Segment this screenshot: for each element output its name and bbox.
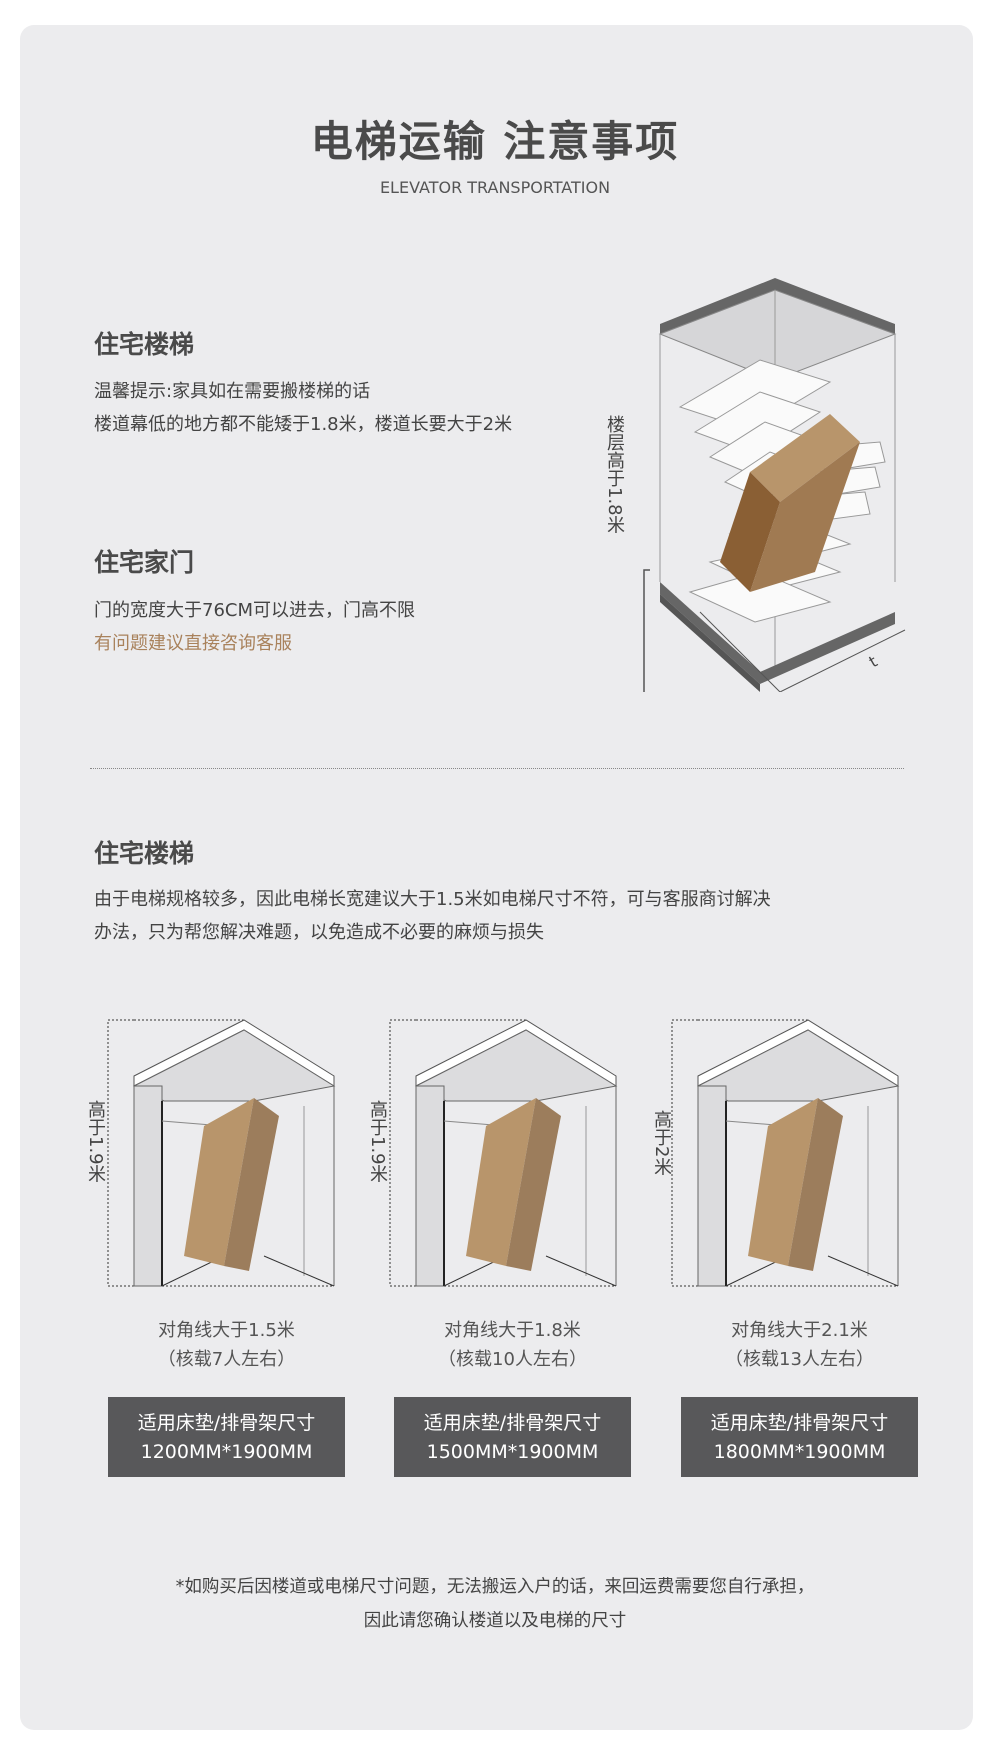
box-size: 1200MM*1900MM xyxy=(140,1441,313,1463)
door-text: 门的宽度大于76CM可以进去，门高不限 有问题建议直接咨询客服 xyxy=(94,594,415,660)
diagonal-label: 对角线大于1.8米 xyxy=(444,1320,581,1341)
elevator-caption: 对角线大于2.1米 （核载13人左右） xyxy=(681,1316,918,1374)
elevator-line: 由于电梯规格较多，因此电梯长宽建议大于1.5米如电梯尺寸不符，可与客服商讨解决 xyxy=(94,889,771,910)
elevator-diagram xyxy=(104,1016,344,1318)
mattress-size-box: 适用床垫/排骨架尺寸 1200MM*1900MM xyxy=(108,1397,345,1477)
elevator-caption: 对角线大于1.5米 （核载7人左右） xyxy=(108,1316,345,1374)
elevator-diagram xyxy=(386,1016,626,1318)
stairs-line: 楼道幕低的地方都不能矮于1.8米，楼道长要大于2米 xyxy=(94,414,513,435)
page-title: 电梯运输 注意事项 xyxy=(310,117,680,166)
stairs-line: 温馨提示:家具如在需要搬楼梯的话 xyxy=(94,381,371,402)
footer-line: *如购买后因楼道或电梯尺寸问题，无法搬运入户的话，来回运费需要您自行承担， xyxy=(175,1577,815,1597)
capacity-label: （核载13人左右） xyxy=(725,1349,874,1370)
box-title: 适用床垫/排骨架尺寸 xyxy=(423,1412,602,1434)
diagonal-label: 对角线大于2.1米 xyxy=(731,1320,868,1341)
contact-service-note: 有问题建议直接咨询客服 xyxy=(94,633,292,654)
page-subtitle: ELEVATOR TRANSPORTATION xyxy=(379,178,611,197)
elevator-diagram xyxy=(668,1016,908,1318)
box-size: 1800MM*1900MM xyxy=(713,1441,886,1463)
diagonal-label: 对角线大于1.5米 xyxy=(158,1320,295,1341)
mattress-size-box: 适用床垫/排骨架尺寸 1500MM*1900MM xyxy=(394,1397,631,1477)
box-title: 适用床垫/排骨架尺寸 xyxy=(710,1412,889,1434)
elevator-illustration xyxy=(671,1019,900,1318)
elevator-height-label: 高于1.9米 xyxy=(367,1100,388,1183)
stairs-text: 温馨提示:家具如在需要搬楼梯的话 楼道幕低的地方都不能矮于1.8米，楼道长要大于… xyxy=(94,375,512,441)
elevator-caption: 对角线大于1.8米 （核载10人左右） xyxy=(394,1316,631,1374)
elevator-text: 由于电梯规格较多，因此电梯长宽建议大于1.5米如电梯尺寸不符，可与客服商讨解决 … xyxy=(94,883,771,949)
box-title: 适用床垫/排骨架尺寸 xyxy=(137,1412,316,1434)
floor-height-label: 楼层高于1.8米 xyxy=(604,415,625,534)
mattress-size-box: 适用床垫/排骨架尺寸 1800MM*1900MM xyxy=(681,1397,918,1477)
footer-note: *如购买后因楼道或电梯尺寸问题，无法搬运入户的话，来回运费需要您自行承担， 因此… xyxy=(0,1570,990,1638)
staircase-illustration xyxy=(643,278,906,692)
door-heading: 住宅家门 xyxy=(94,548,195,577)
elevator-illustration xyxy=(389,1019,618,1318)
section-divider xyxy=(90,768,904,769)
door-line: 门的宽度大于76CM可以进去，门高不限 xyxy=(94,600,416,621)
elevator-illustration xyxy=(107,1019,336,1318)
stairs-heading: 住宅楼梯 xyxy=(94,330,195,359)
capacity-label: （核载10人左右） xyxy=(438,1349,587,1370)
elevator-line: 办法，只为帮您解决难题，以免造成不必要的麻烦与损失 xyxy=(94,922,544,943)
elevator-height-label: 高于1.9米 xyxy=(85,1100,106,1183)
box-size: 1500MM*1900MM xyxy=(426,1441,599,1463)
capacity-label: （核载7人左右） xyxy=(157,1349,296,1370)
elevator-height-label: 高于2米 xyxy=(651,1110,672,1176)
footer-line: 因此请您确认楼道以及电梯的尺寸 xyxy=(363,1611,627,1631)
elevator-heading: 住宅楼梯 xyxy=(94,839,195,868)
